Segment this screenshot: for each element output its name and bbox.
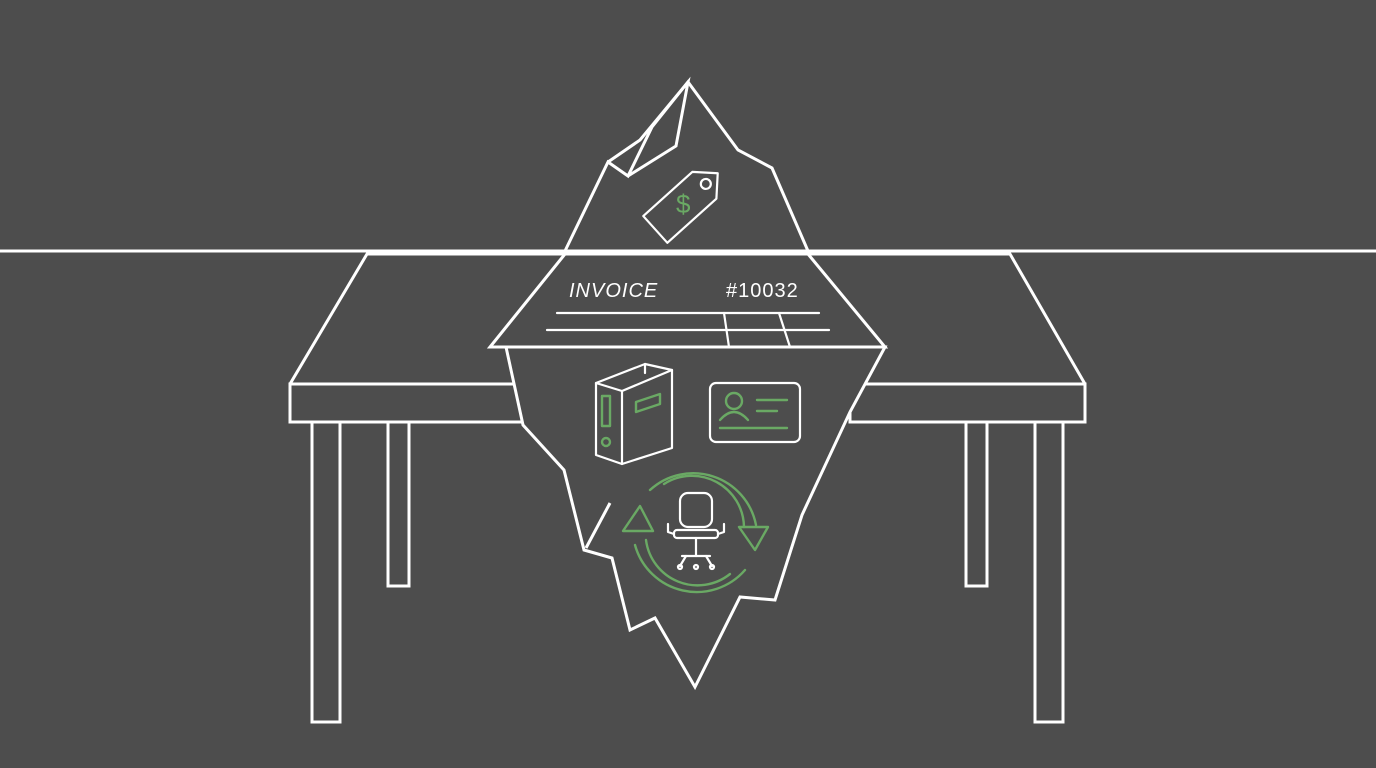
price-tag-icon xyxy=(642,170,719,244)
office-chair-icon xyxy=(666,491,726,571)
iceberg: INVOICE #10032 xyxy=(486,76,889,691)
desk-leg-front-left xyxy=(310,420,342,724)
desk-leg-front-right xyxy=(1033,420,1065,724)
desk-leg-back-right xyxy=(964,420,989,588)
invoice-document xyxy=(486,252,889,349)
invoice-label: INVOICE xyxy=(569,280,658,302)
id-card-icon xyxy=(708,381,802,444)
desk-leg-back-left xyxy=(386,420,411,588)
price-tag-symbol: $ xyxy=(676,189,691,219)
invoice-number: #10032 xyxy=(726,280,799,302)
cycle-arrows-icon xyxy=(621,472,770,594)
binder-icon xyxy=(594,362,674,466)
